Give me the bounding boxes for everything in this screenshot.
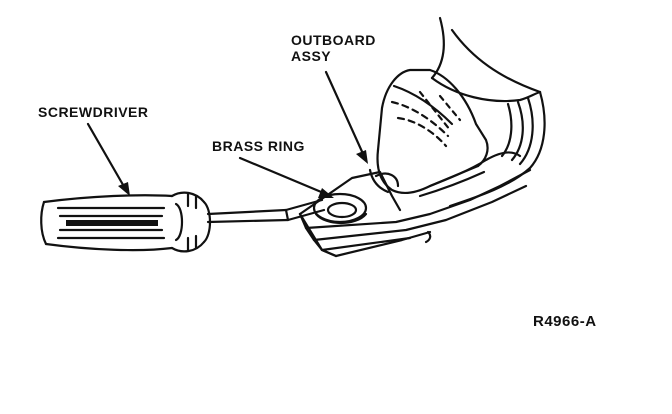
brass-ring [312,192,368,225]
brass-ring-arrowhead [318,188,334,198]
screwdriver-blade [206,198,326,224]
outboard-assy [368,68,522,198]
outboard-assy-label: OUTBOARD ASSY [291,32,376,64]
screwdriver-arrowhead [118,182,130,196]
figure-code: R4966-A [533,313,597,330]
outboard-leader [324,70,366,158]
outboard-arrowhead [356,150,368,164]
outboard-label-line2: ASSY [291,48,332,64]
outboard-label-line1: OUTBOARD [291,32,376,48]
leader-lines [86,70,366,196]
screwdriver-leader [86,122,128,192]
brass-ring-label: BRASS RING [212,138,305,154]
brass-ring-leader [238,156,328,196]
screwdriver-handle [40,191,212,253]
screwdriver-label: SCREWDRIVER [38,104,149,120]
anchor-plate [298,168,532,258]
